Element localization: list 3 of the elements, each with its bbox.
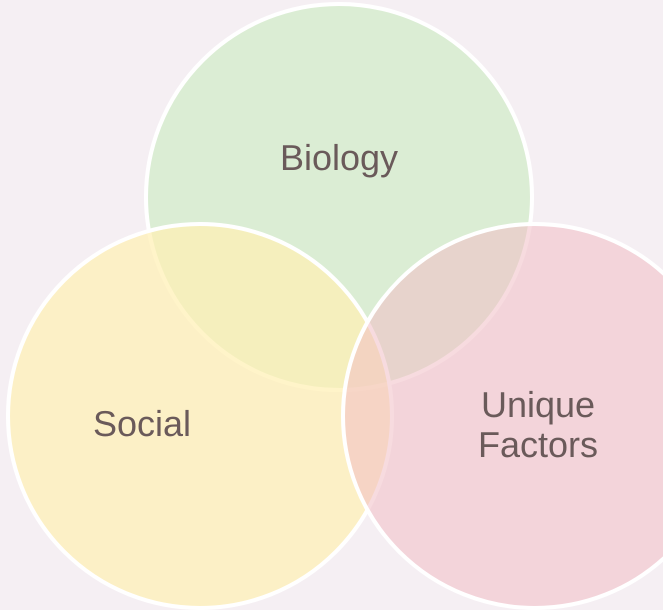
circle-label: Biology — [278, 138, 400, 178]
circle-label: Unique Factors — [476, 385, 600, 465]
circle-label: Social — [92, 404, 192, 444]
